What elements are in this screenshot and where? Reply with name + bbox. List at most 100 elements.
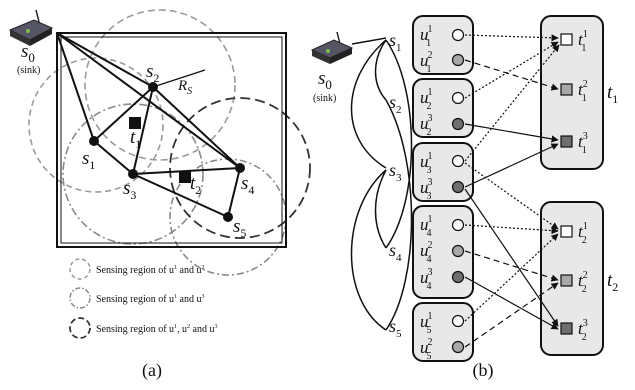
sensing-arrows (464, 34, 560, 348)
link-s2-s4 (152, 86, 241, 169)
unit-circle-u4-3 (451, 270, 465, 284)
unit-circle-u4-1 (451, 218, 465, 232)
arrow-u3-3-t2-3 (464, 188, 559, 327)
unit-circle-u2-1 (451, 91, 465, 105)
arc-s3-s4 (374, 169, 387, 249)
sink-note-a: (sink) (17, 65, 40, 76)
link-s2-s3 (132, 86, 154, 175)
router-icon (310, 31, 354, 64)
sensor-b-s1: s1 (389, 30, 402, 54)
routing-arcs (350, 37, 413, 331)
target-square-t1-3 (560, 135, 573, 148)
sensor-label-s1: s1 (82, 148, 95, 172)
arrow-u5-2-t2-2 (464, 282, 559, 348)
target-square-t2-2 (560, 274, 573, 287)
legend-entry-1: Sensing region of u1 and u2 (96, 265, 205, 276)
target-group-label-t1: t1 (607, 82, 618, 106)
arrow-u4-2-t2-2 (464, 250, 559, 282)
sensor-label-s3: s3 (123, 178, 136, 202)
field-frame-outer (56, 32, 287, 248)
router-icon (8, 9, 54, 46)
target-square-t2-3 (560, 322, 573, 335)
sink-label-b: s0 (318, 68, 332, 92)
sensing-region-u1-u3 (62, 103, 204, 245)
arc-s1-s2 (374, 39, 387, 101)
arrow-u3-3-t1-3 (464, 143, 559, 188)
legend: Sensing region of u1 and u2 Sensing regi… (69, 258, 218, 339)
sensor-node-s5 (223, 212, 233, 222)
sensing-region-u1-u2 (28, 57, 164, 193)
unit-circle-u1-2 (451, 53, 465, 67)
link-s1-s3 (93, 140, 134, 175)
arrow-u3-1-t1-1 (464, 44, 560, 162)
link-s3-s5 (132, 173, 229, 218)
legend-entry-3: Sensing region of u1, u2 and u3 (96, 324, 218, 335)
sensor-b-s3: s3 (389, 160, 402, 184)
unit-circle-u4-2 (451, 244, 465, 258)
unit-circle-u5-1 (451, 314, 465, 328)
arc-s2-s5 (385, 99, 413, 331)
target-t2 (179, 171, 191, 183)
arrow-u5-1-t2-1 (464, 233, 559, 322)
caption-b: (b) (473, 360, 494, 381)
panel-a: s0 (sink) s1 s2 s3 s4 s5 t1 t2 RS Sensin… (8, 9, 311, 381)
sensor-node-s2 (148, 82, 158, 92)
unit-circle-u2-3 (451, 117, 465, 131)
unit-circle-u3-1 (451, 154, 465, 168)
sensor-label-s2: s2 (146, 61, 159, 85)
arc-s1-s4 (385, 39, 413, 249)
target-square-t1-2 (560, 83, 573, 96)
radius-label: RS (177, 78, 192, 97)
arc-s0-s1 (351, 37, 387, 45)
arrow-u1-2-t1-2 (464, 59, 559, 91)
sensor-label-s5: s5 (233, 216, 246, 240)
link-s0-s4 (56, 32, 241, 169)
arrow-u3-1-t2-1 (464, 162, 559, 230)
sensing-region-u1-u2 (84, 9, 236, 161)
sensor-b-s4: s4 (389, 240, 402, 264)
unit-circle-u1-1 (451, 28, 465, 42)
caption-a: (a) (142, 360, 162, 381)
link-s0-s2 (56, 32, 154, 88)
field-frame-inner (60, 36, 283, 244)
sensor-node-s4 (235, 163, 245, 173)
link-s1-s2 (93, 86, 154, 142)
sensor-node-s1 (89, 136, 99, 146)
unit-circles (451, 28, 465, 354)
target-t1 (129, 117, 141, 129)
arc-s3-s5 (350, 169, 387, 331)
sensor-b-s5: s5 (389, 316, 402, 340)
sink-label-a: s0 (21, 41, 35, 65)
unit-circle-u3-3 (451, 180, 465, 194)
target-squares (560, 33, 573, 335)
sensor-nodes (89, 82, 245, 222)
arrow-u2-3-t1-3 (464, 123, 559, 143)
target-boxes (540, 15, 604, 356)
arrow-u1-1-t1-1 (464, 34, 559, 42)
sensing-region-u1-u2-u3 (169, 97, 311, 239)
sensor-label-s4: s4 (241, 173, 254, 197)
legend-entry-2: Sensing region of u1 and u3 (96, 294, 205, 305)
unit-circle-u5-2 (451, 340, 465, 354)
target-square-t2-1 (560, 225, 573, 238)
legend-symbol-u1-u2-u3 (69, 317, 91, 339)
arrow-u4-3-t2-3 (464, 276, 559, 330)
target-square-t1-1 (560, 33, 573, 46)
sensor-b-s2: s2 (389, 92, 402, 116)
